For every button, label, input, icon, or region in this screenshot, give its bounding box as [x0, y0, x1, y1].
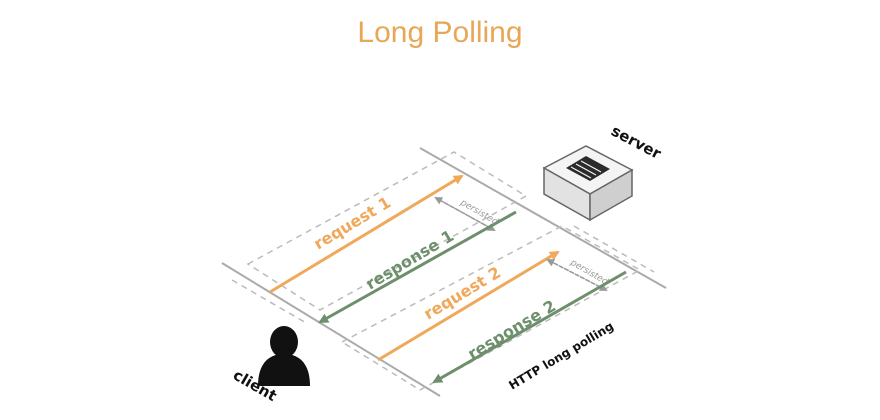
response-2-label: response 2 — [464, 296, 559, 363]
persisted-1-arrow — [435, 197, 496, 231]
cycle-frame-1 — [246, 151, 528, 311]
response-1-label: response 1 — [362, 226, 457, 293]
user-silhouette-icon — [258, 326, 310, 386]
client-timeline — [221, 262, 441, 397]
server-timeline — [419, 147, 667, 289]
frame-1-dashed-edge — [231, 279, 309, 325]
persisted-2-label: persisted — [568, 257, 610, 287]
request-2-arrow — [377, 250, 560, 362]
persisted-1-arrow-back — [434, 197, 495, 231]
server-rack-icon — [542, 145, 634, 222]
cycle-frame-2 — [340, 225, 642, 391]
server-label: server — [608, 122, 665, 163]
persisted-2-arrow-back — [546, 259, 607, 291]
page-title: Long Polling — [357, 16, 523, 49]
response-1-arrow — [318, 210, 517, 324]
request-1-arrow — [269, 174, 464, 294]
response-2-arrow — [432, 270, 627, 384]
frame-2-dashed-edge — [573, 225, 655, 273]
